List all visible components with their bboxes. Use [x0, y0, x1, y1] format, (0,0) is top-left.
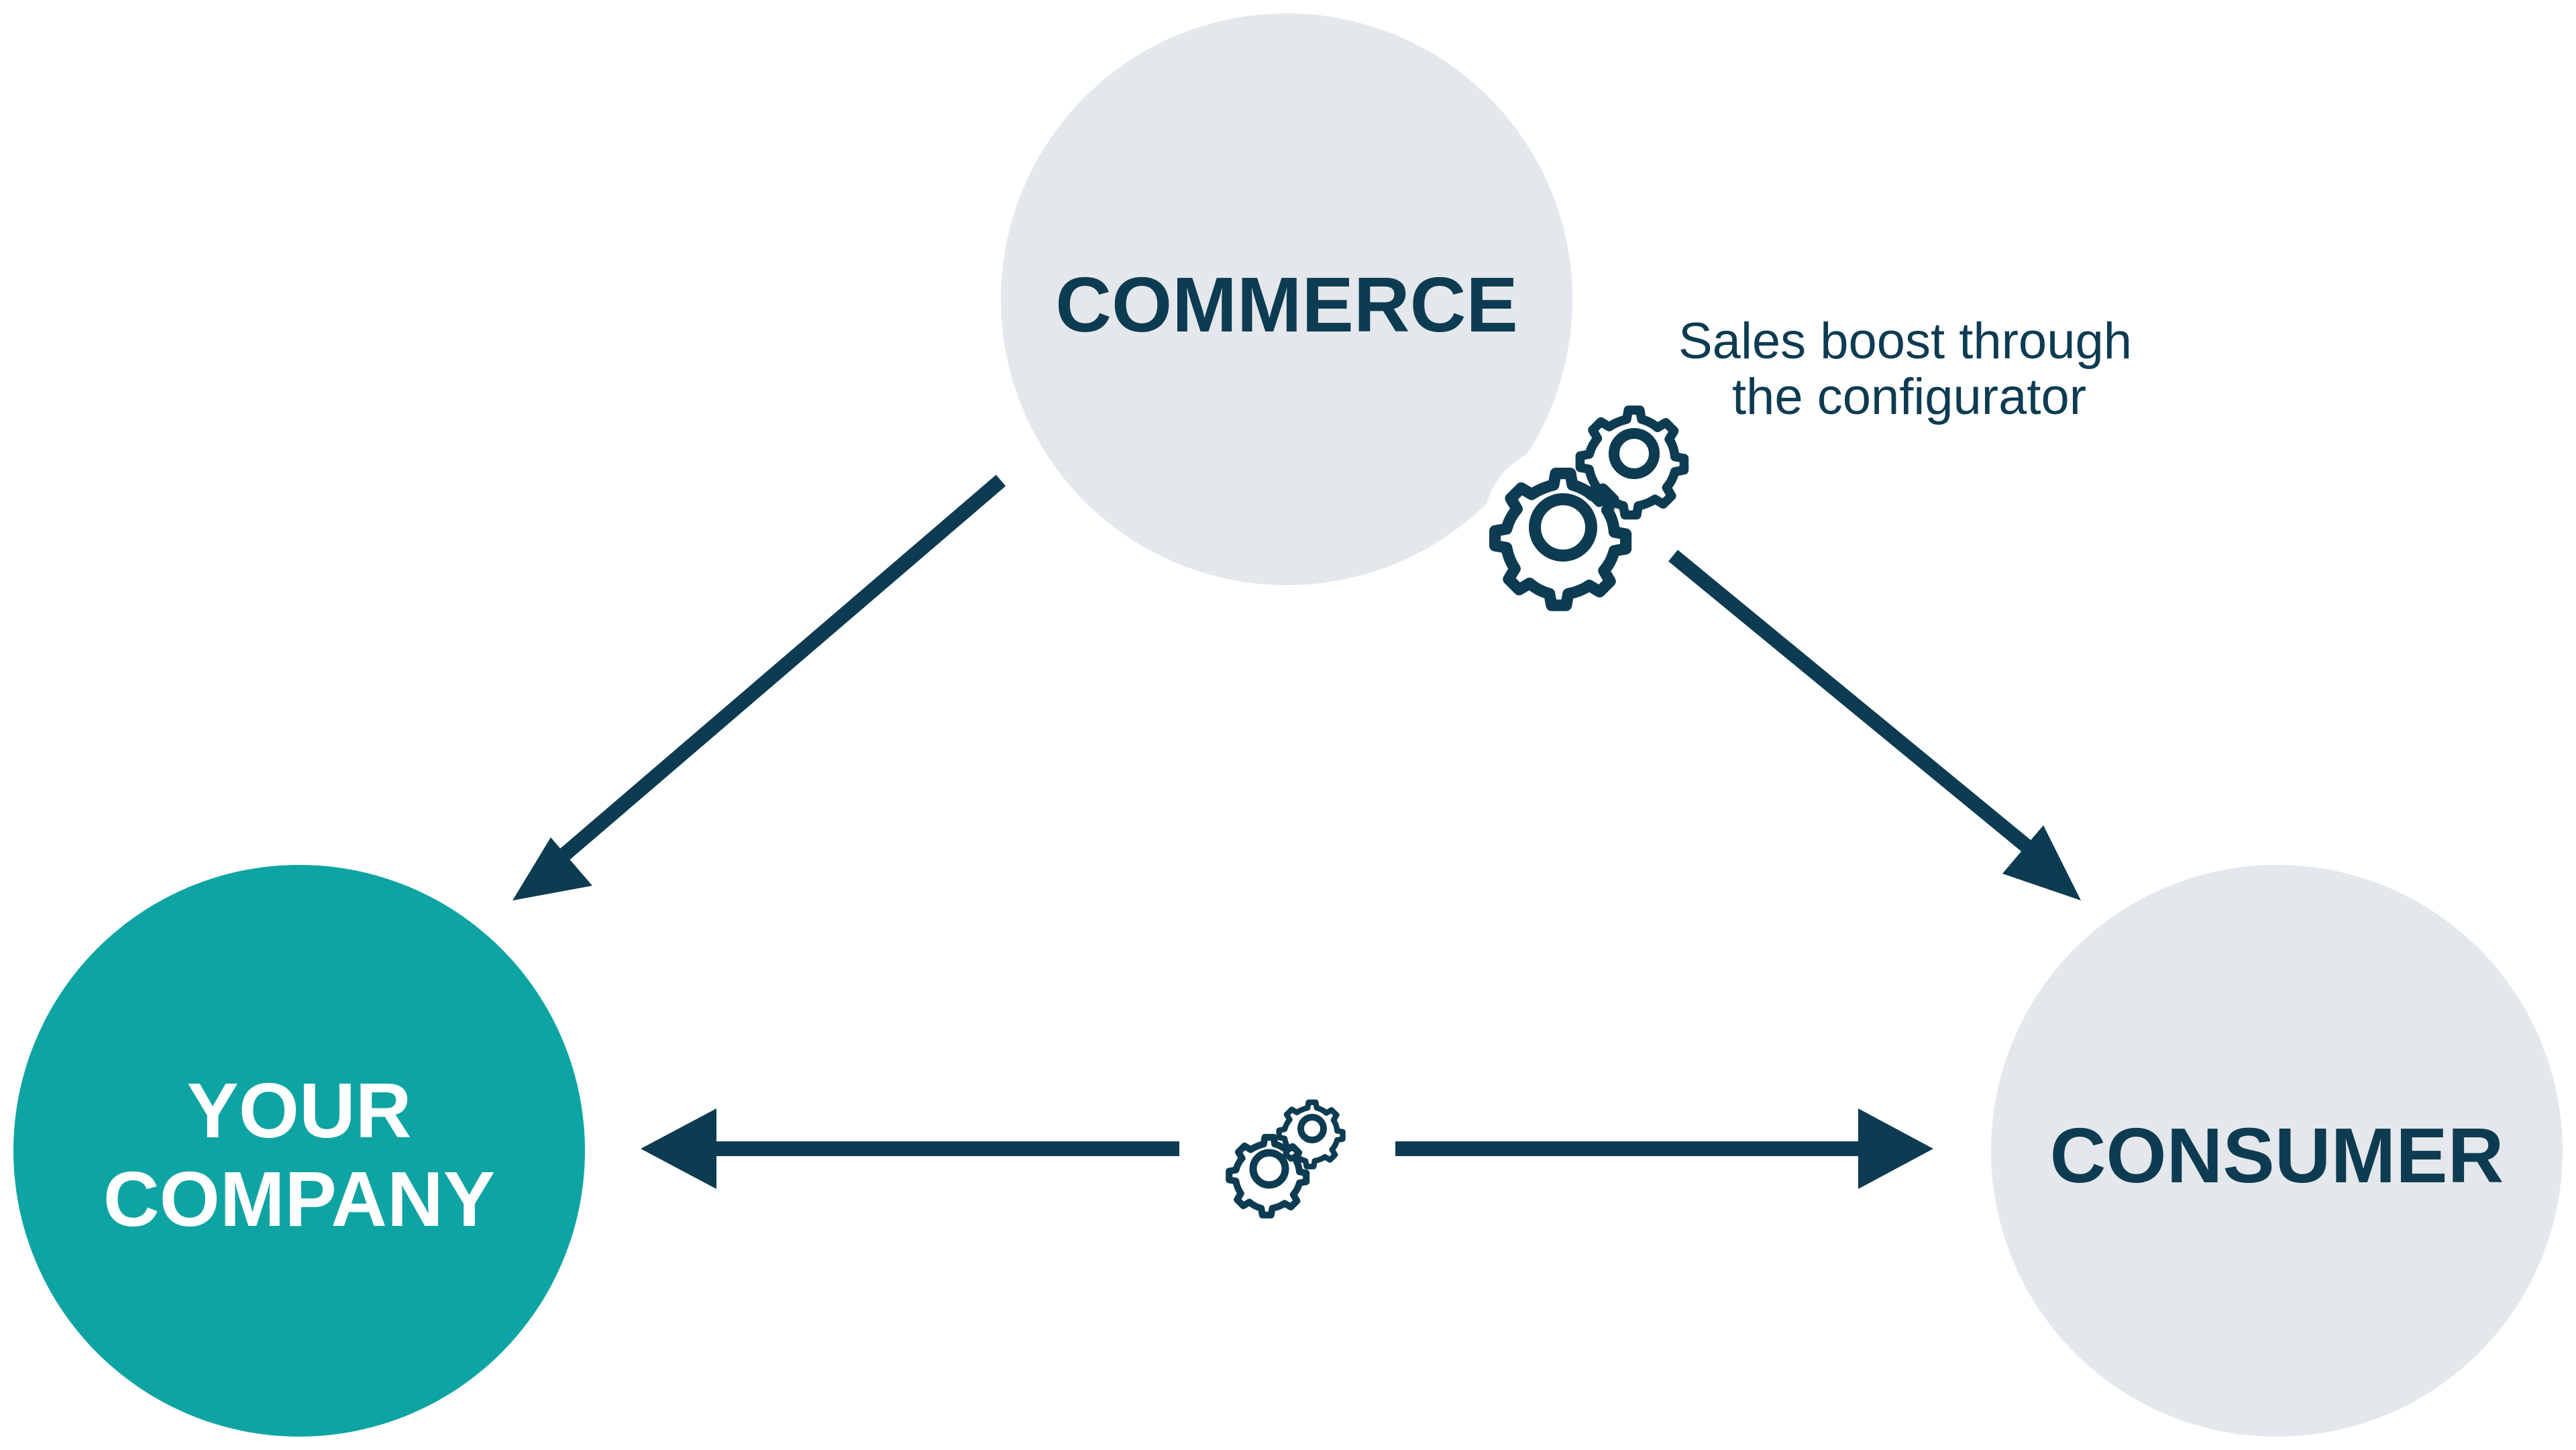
consumer-circle [1991, 865, 2563, 1437]
consumer-label: CONSUMER [2050, 1112, 2504, 1199]
gears-icon [1484, 389, 1696, 605]
arrow-commerce-to-company [513, 474, 1006, 900]
annotation-line1: Sales boost through [1678, 313, 2132, 370]
your-company-label-line1: YOUR [186, 1067, 411, 1154]
annotation-line2: the configurator [1732, 368, 2086, 425]
your-company-label-line2: COMPANY [103, 1155, 495, 1243]
commerce-label: COMMERCE [1055, 261, 1518, 348]
arrow-company-to-consumer [1395, 1108, 1933, 1189]
your-company-circle [13, 865, 585, 1437]
commerce-circle [1001, 13, 1572, 585]
gears-icon [1229, 1102, 1342, 1215]
arrow-commerce-to-consumer [1668, 550, 2081, 900]
arrow-consumer-to-company [641, 1108, 1179, 1189]
